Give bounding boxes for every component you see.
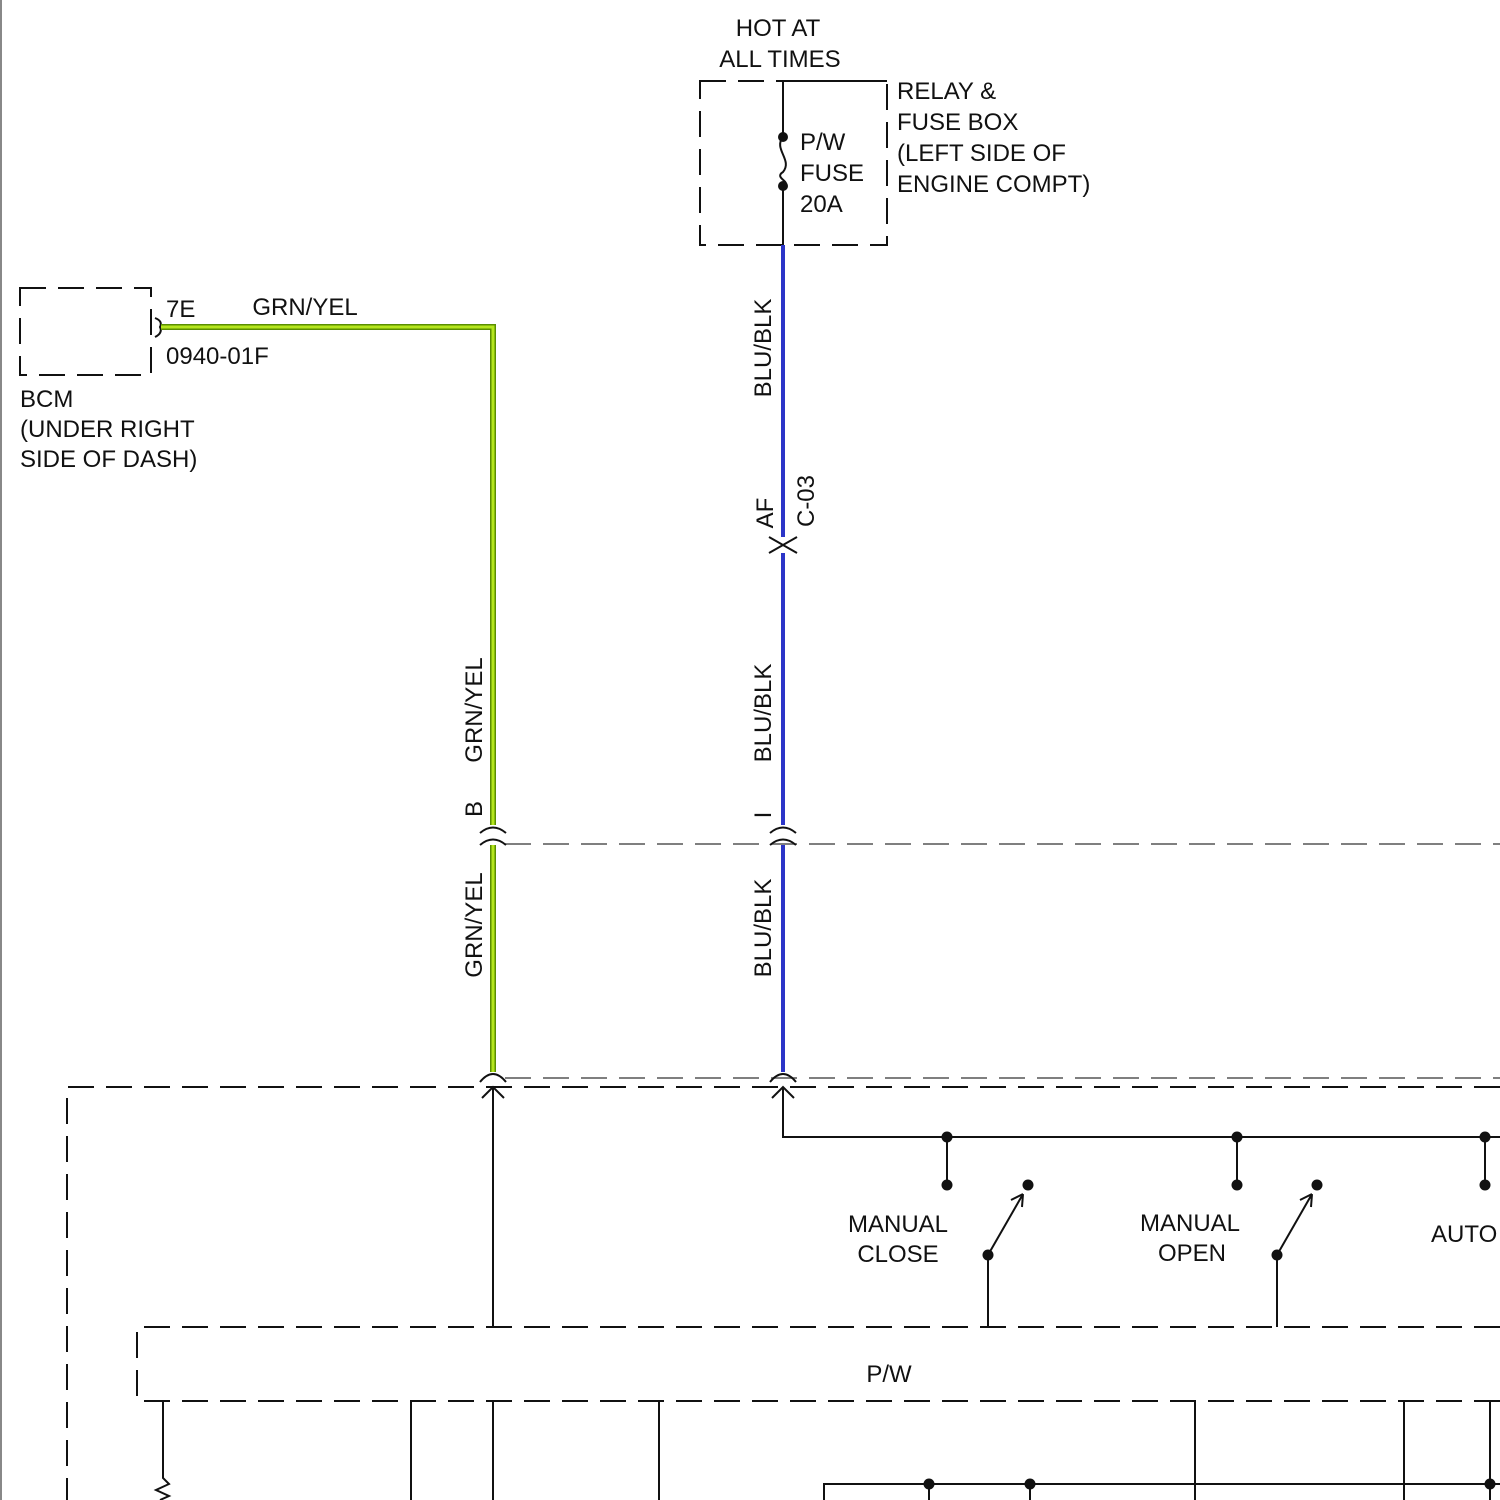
manual-open-contact-top [1232, 1180, 1243, 1191]
fuse-box-label-line2: FUSE BOX [897, 109, 1018, 136]
grn-yel-low-label: GRN/YEL [461, 872, 488, 977]
fuse-rating: 20A [800, 191, 843, 218]
bcm-label: BCM (UNDER RIGHT SIDE OF DASH) [20, 386, 197, 473]
grn-yel-top-label: GRN/YEL [252, 294, 357, 321]
fuse-name-line1: P/W [800, 129, 846, 156]
hot-label-line1: HOT AT [736, 15, 821, 42]
auto-label: AUTO [1431, 1221, 1497, 1248]
pw-fuse-label: P/W FUSE 20A [800, 129, 864, 218]
bcm-connector: 0940-01F [166, 343, 269, 370]
connector-c03-symbol [769, 537, 797, 553]
bcm-outline [20, 288, 151, 375]
fuse-box-label-line1: RELAY & [897, 78, 996, 105]
fuse-box-label-line4: ENGINE COMPT) [897, 171, 1090, 198]
manual-close-contact-top [942, 1180, 953, 1191]
lower-bus-junction-3 [1485, 1479, 1496, 1490]
hot-label-line2: ALL TIMES [719, 46, 840, 73]
connector-b-symbol [480, 828, 506, 846]
bcm-location-line2: SIDE OF DASH) [20, 446, 197, 473]
manual-open-label-line2: OPEN [1158, 1240, 1226, 1267]
pw-module-output-lines [156, 1401, 1500, 1500]
switch-assembly-outline [67, 1087, 1500, 1500]
pw-output-resistor [156, 1401, 169, 1500]
fuse-box-label-line3: (LEFT SIDE OF [897, 140, 1066, 167]
fuse-box-label: RELAY & FUSE BOX (LEFT SIDE OF ENGINE CO… [897, 78, 1090, 198]
hot-at-all-times-label: HOT AT ALL TIMES [719, 15, 840, 73]
bcm-location-line1: (UNDER RIGHT [20, 416, 195, 443]
bcm-name: BCM [20, 386, 73, 413]
grn-yel-wire-core [161, 327, 493, 1072]
blu-blk-low-label: BLU/BLK [750, 879, 777, 978]
manual-open-label-line1: MANUAL [1140, 1210, 1240, 1237]
connector-i-pin: I [750, 812, 777, 819]
connector-b-pin: B [461, 801, 488, 817]
fuse-name-line2: FUSE [800, 160, 864, 187]
manual-close-label-line2: CLOSE [857, 1241, 938, 1268]
blu-blk-top-label: BLU/BLK [750, 299, 777, 398]
connector-c03-name: C-03 [793, 475, 820, 527]
bcm-pin-connector [155, 318, 161, 337]
pw-module-outline [137, 1327, 1500, 1401]
bcm-pin: 7E [166, 296, 195, 323]
manual-close-switch-arm [988, 1194, 1023, 1255]
connector-i-symbol [770, 828, 796, 846]
grn-yel-wire-edge [161, 327, 493, 1072]
pw-module-name: P/W [866, 1361, 912, 1388]
grn-yel-wire [161, 327, 493, 1072]
auto-contact-top [1480, 1180, 1491, 1191]
manual-open-switch-arm [1277, 1194, 1312, 1255]
blu-blk-internal-bus [783, 1087, 1500, 1137]
blu-blk-mid-label: BLU/BLK [750, 664, 777, 763]
grn-yel-mid-label: GRN/YEL [461, 657, 488, 762]
connector-af-pin: AF [752, 498, 779, 529]
manual-open-contact-far [1312, 1180, 1323, 1191]
fuse-symbol [780, 137, 786, 186]
manual-close-contact-far [1023, 1180, 1034, 1191]
manual-close-label-line1: MANUAL [848, 1211, 948, 1238]
